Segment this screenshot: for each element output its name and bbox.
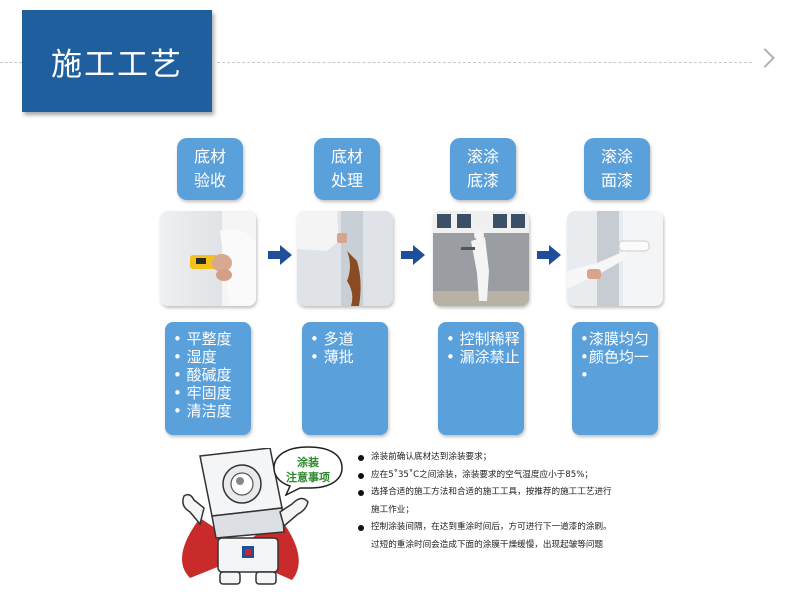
bullet-icon xyxy=(358,490,364,496)
note-item: 涂装前确认底材达到涂装要求； xyxy=(356,449,656,467)
step-title-line: 处理 xyxy=(330,171,363,190)
painting-notes-list: 涂装前确认底材达到涂装要求； 应在5˚35˚C之间涂装，涂装要求的空气湿度应小于… xyxy=(356,449,656,554)
section-title-box: 施工工艺 xyxy=(22,10,212,112)
bubble-text-line: 涂装 xyxy=(297,456,319,469)
step-points-box: •漆膜均匀 •颜色均一 • xyxy=(572,322,658,435)
bullet-icon xyxy=(358,525,364,531)
note-text: 过短的重涂时间会造成下面的涂膜干燥缓慢，出现起皱等问题 xyxy=(371,539,604,550)
bullet-icon xyxy=(358,472,364,479)
step-points-box: • 平整度 • 湿度 • 酸碱度 • 牢固度 • 清洁度 xyxy=(165,322,251,435)
step-point: • 牢固度 xyxy=(173,384,232,402)
step-title-line: 底材 xyxy=(193,147,226,166)
step-title-box: 底材 验收 xyxy=(177,138,243,200)
arrow-right-icon xyxy=(537,245,561,265)
step-point: • 薄批 xyxy=(310,348,354,366)
note-text: 控制涂装间隔，在达到重涂时间后，方可进行下一道漆的涂刷。 xyxy=(371,522,612,532)
step-point: • 酸碱度 xyxy=(173,366,232,384)
divider-left xyxy=(0,62,22,63)
step-title-box: 滚涂 面漆 xyxy=(584,138,650,200)
step-title-line: 滚涂 xyxy=(466,147,499,166)
note-item: 应在5˚35˚C之间涂装，涂装要求的空气湿度应小于85%； xyxy=(356,467,656,485)
divider-right xyxy=(212,62,752,63)
step-point: • xyxy=(580,366,589,384)
step-photo-substrate-treatment xyxy=(297,211,393,306)
note-text: 施工作业； xyxy=(371,504,414,515)
step-title-line: 底材 xyxy=(330,147,363,166)
step-title-line: 验收 xyxy=(193,171,226,190)
step-photo-substrate-check xyxy=(160,211,256,306)
step-title-box: 底材 处理 xyxy=(314,138,380,200)
note-text: 涂装前确认底材达到涂装要求； xyxy=(371,452,492,462)
step-point: • 平整度 xyxy=(173,330,232,348)
step-point: • 清洁度 xyxy=(173,402,232,420)
step-photo-primer-rolling xyxy=(433,211,529,306)
arrow-right-icon xyxy=(401,245,425,265)
step-point: •颜色均一 xyxy=(580,348,649,366)
note-item-continued: 过短的重涂时间会造成下面的涂膜干燥缓慢，出现起皱等问题 xyxy=(356,537,656,555)
note-item: 控制涂装间隔，在达到重涂时间后，方可进行下一道漆的涂刷。 xyxy=(356,519,656,537)
bullet-icon xyxy=(358,455,364,461)
paint-bucket-mascot xyxy=(182,448,309,585)
note-item-continued: 施工作业； xyxy=(356,502,656,520)
step-points-box: • 控制稀释 • 漏涂禁止 xyxy=(438,322,524,435)
note-item: 选择合适的施工方法和合适的施工工具，按推荐的施工工艺进行 xyxy=(356,484,656,502)
step-point: •漆膜均匀 xyxy=(580,330,649,348)
step-title-line: 面漆 xyxy=(600,171,633,190)
arrow-right-icon xyxy=(268,245,292,265)
step-title-line: 滚涂 xyxy=(600,147,633,166)
step-title-line: 底漆 xyxy=(466,171,499,190)
step-point: • 漏涂禁止 xyxy=(446,348,520,366)
bubble-text-line: 注意事项 xyxy=(286,471,330,484)
page-title: 施工工艺 xyxy=(51,46,183,83)
step-point: • 湿度 xyxy=(173,348,217,366)
note-text: 应在5˚35˚C之间涂装，涂装要求的空气湿度应小于85%； xyxy=(371,469,593,480)
speech-bubble: 涂装 注意事项 xyxy=(272,444,344,496)
note-text: 选择合适的施工方法和合适的施工工具，按推荐的施工工艺进行 xyxy=(371,487,612,497)
step-photo-topcoat-rolling xyxy=(567,211,663,306)
step-title-box: 滚涂 底漆 xyxy=(450,138,516,200)
step-points-box: • 多道 • 薄批 xyxy=(302,322,388,435)
step-point: • 多道 xyxy=(310,330,354,348)
chevron-right-icon xyxy=(755,48,775,68)
step-point: • 控制稀释 xyxy=(446,330,520,348)
